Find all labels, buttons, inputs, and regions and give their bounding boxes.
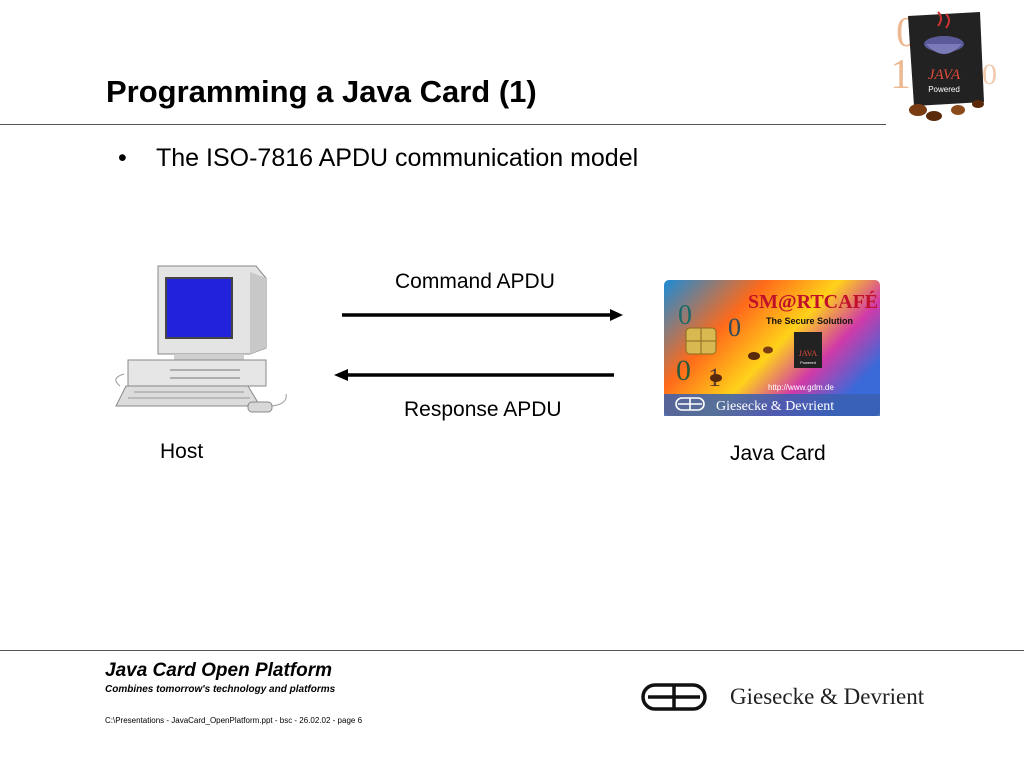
coffee-bean-icon: [926, 111, 942, 121]
coffee-bean-icon: [748, 352, 760, 360]
footer-subtitle: Combines tomorrow's technology and platf…: [105, 684, 336, 695]
mouse-cable: [271, 393, 287, 407]
response-arrow-head: [334, 369, 348, 381]
card-tagline-text: The Secure Solution: [766, 316, 853, 326]
coffee-bean-icon: [972, 100, 984, 108]
coffee-bean-icon: [909, 104, 927, 116]
card-url-text: http://www.gdm.de: [768, 383, 834, 392]
monitor-stand: [174, 354, 244, 360]
card-brand-text: SM@RTCAFÉ: [748, 290, 878, 313]
keyboard-cable: [115, 373, 125, 387]
host-label: Host: [160, 440, 204, 463]
card-java-badge-sub: Powered: [800, 360, 816, 365]
command-arrow-head: [610, 309, 623, 321]
footer-divider: [0, 650, 1024, 651]
logo-digit-decoration: 0: [982, 58, 997, 91]
command-apdu-label: Command APDU: [395, 270, 555, 293]
title-divider: [0, 124, 886, 125]
logo-powered-text: Powered: [928, 85, 960, 94]
slide-title: Programming a Java Card (1): [106, 74, 537, 109]
java-card-label: Java Card: [730, 442, 826, 465]
apdu-arrows: [334, 309, 623, 381]
gd-card-logo-icon: [675, 397, 705, 411]
card-digit-decoration: 0: [676, 354, 691, 387]
java-powered-logo: 0 1 0 JAVA Powered: [890, 10, 997, 121]
response-apdu-label: Response APDU: [404, 398, 562, 421]
coffee-bean-icon: [951, 105, 965, 115]
card-java-badge-text: JAVA: [799, 349, 818, 358]
smartcafe-card-image: 0 1 0 0 1 SM@RTCAFÉ The Secure Solution …: [664, 280, 880, 416]
steam-icon: [937, 11, 950, 29]
logo-panel: [908, 12, 984, 106]
monitor-screen: [165, 277, 233, 339]
coffee-bean-icon: [710, 374, 722, 382]
gd-company-name: Giesecke & Devrient: [730, 684, 925, 709]
coffee-bean-icon: [763, 346, 773, 354]
bullet-text: The ISO-7816 APDU communication model: [156, 144, 639, 172]
keyboard: [115, 385, 261, 407]
mouse-icon: [247, 401, 273, 413]
system-unit: [127, 359, 267, 387]
card-digit-decoration: 0: [678, 300, 692, 331]
bullet-marker: •: [118, 144, 127, 172]
logo-java-text: JAVA: [928, 67, 961, 83]
footer-title: Java Card Open Platform: [105, 660, 333, 681]
card-footer-band: [664, 394, 880, 416]
host-computer-icon: [115, 265, 287, 413]
footer-file-path: C:\Presentations - JavaCard_OpenPlatform…: [105, 716, 363, 725]
monitor-side: [250, 272, 266, 354]
card-maker-text: Giesecke & Devrient: [716, 399, 834, 414]
logo-digit-decoration: 1: [890, 52, 911, 98]
card-java-badge: [794, 332, 822, 368]
card-digit-decoration: 0: [728, 313, 741, 342]
gd-logo-icon: [641, 683, 707, 711]
coffee-cup-icon: [926, 44, 962, 54]
